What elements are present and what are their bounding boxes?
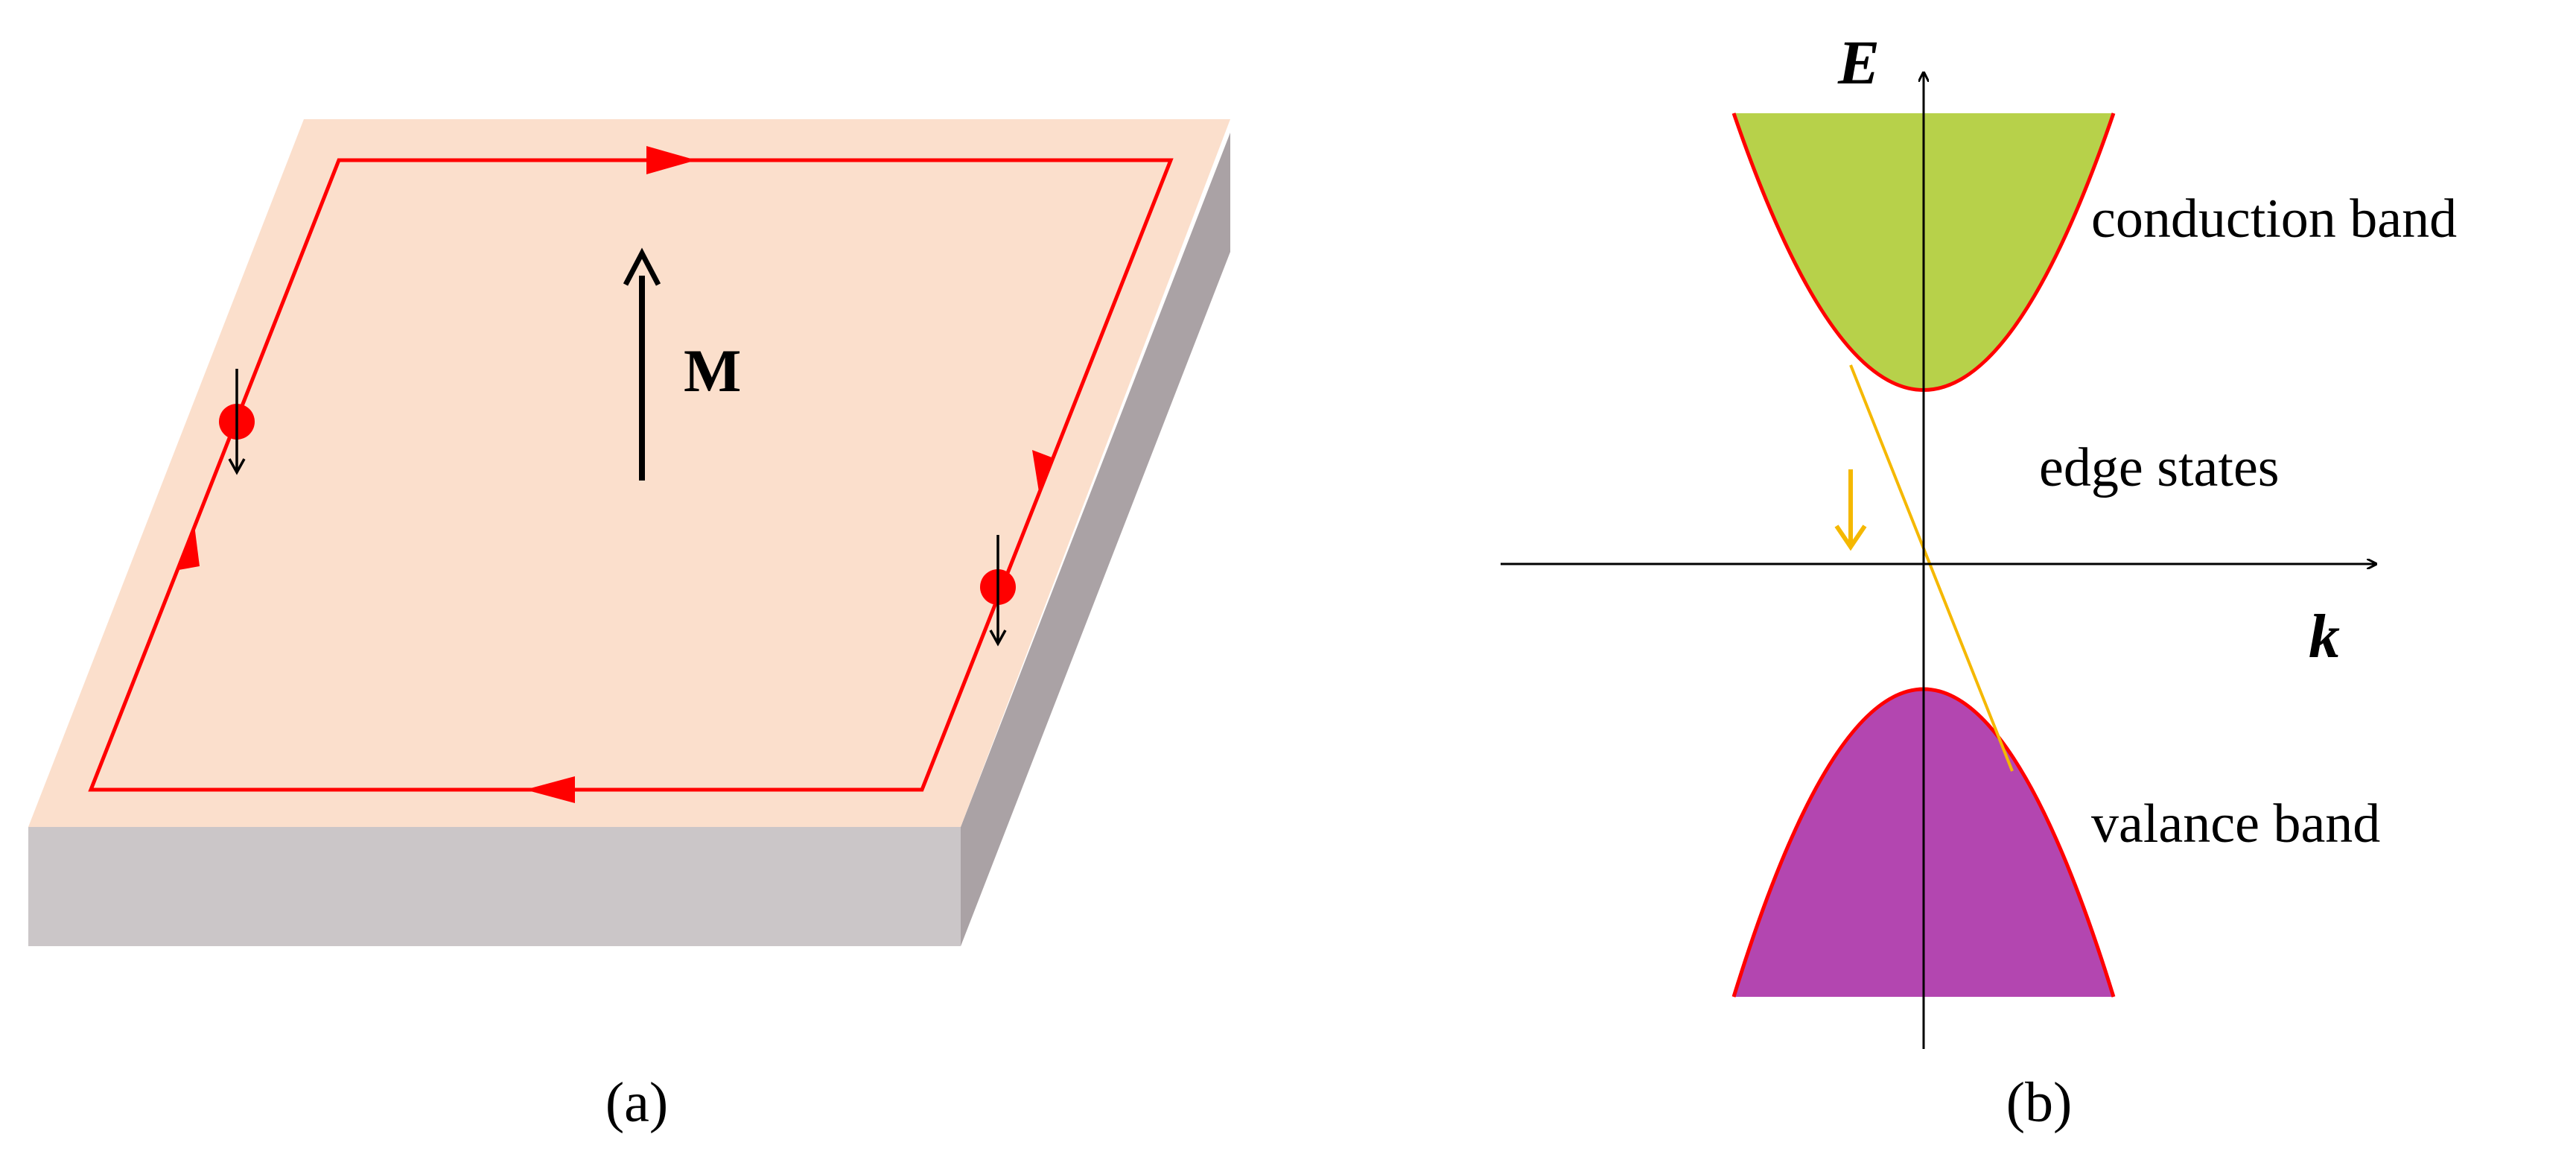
edge-state-line bbox=[1849, 364, 2014, 772]
panel-a-caption: (a) bbox=[605, 1071, 668, 1134]
panel-a-slab-diagram: M (a) bbox=[28, 119, 1230, 1134]
edge-current-arrow-left bbox=[179, 525, 200, 570]
panel-b-band-structure: E k conduction band edge states valance … bbox=[1501, 28, 2457, 1134]
momentum-axis-label: k bbox=[2309, 602, 2340, 671]
slab-top-face bbox=[28, 119, 1230, 827]
spin-down-arrow-left bbox=[228, 369, 246, 475]
magnetization-label: M bbox=[684, 337, 741, 405]
energy-axis-label: E bbox=[1837, 28, 1880, 98]
edge-current-arrow-bottom bbox=[525, 776, 575, 803]
valence-band-label: valance band bbox=[2091, 793, 2380, 855]
panel-b-caption: (b) bbox=[2006, 1071, 2073, 1134]
chiral-edge-current-loop bbox=[88, 158, 1174, 792]
magnetization-arrow bbox=[623, 247, 661, 481]
edge-states-label: edge states bbox=[2039, 437, 2280, 498]
edge-current-arrow-right bbox=[1032, 450, 1054, 492]
spin-down-arrow-right bbox=[989, 535, 1007, 647]
edge-state-spin-down-arrow bbox=[1834, 469, 1867, 551]
slab-front-face bbox=[28, 827, 961, 946]
conduction-band-label: conduction band bbox=[2091, 188, 2457, 250]
edge-current-arrow-top bbox=[646, 146, 696, 174]
slab-side-face bbox=[961, 133, 1230, 946]
